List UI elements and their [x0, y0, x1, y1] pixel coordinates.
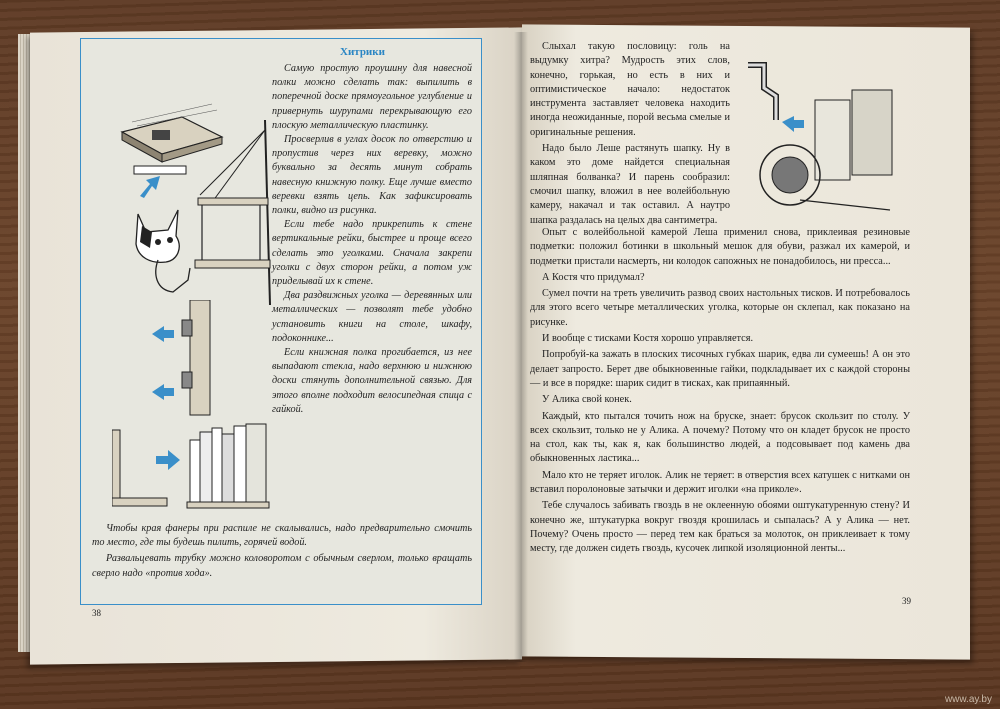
body-paragraph: У Алика свой конек. [542, 394, 632, 406]
tips-box-text: Самую простую проушину для навесной полк… [272, 62, 472, 417]
tip-paragraph: Два раздвижных уголка — деревянных или м… [272, 290, 472, 344]
tip-paragraph: Самую простую проушину для навесной полк… [272, 63, 472, 131]
page-number-right: 39 [902, 596, 911, 606]
body-paragraph: Попробуй-ка зажать в плоских тисочных гу… [530, 349, 910, 389]
tip-paragraph: Развальцевать трубку можно коловоротом с… [92, 553, 472, 579]
body-paragraph: Тебе случалось забивать гвоздь в не окле… [530, 500, 910, 555]
right-page-body: Опыт с волейбольной камерой Леша примени… [530, 226, 910, 559]
arrow-up-icon [140, 176, 160, 198]
tip-paragraph: Если книжная полка прогибается, из нее в… [272, 347, 472, 415]
body-paragraph: И вообще с тисками Костя хорошо управляе… [542, 333, 754, 345]
open-book [18, 22, 973, 670]
book-gutter [514, 32, 528, 662]
vise-illustration [748, 62, 893, 211]
tip-paragraph: Чтобы края фанеры при распиле не скалыва… [92, 523, 472, 549]
cat-illustration [135, 209, 191, 293]
body-paragraph: А Костя что придумал? [542, 271, 645, 283]
tips-box-bottom-text: Чтобы края фанеры при распиле не скалыва… [92, 522, 472, 583]
body-paragraph: Мало кто не теряет иголок. Алик не теряе… [530, 469, 910, 496]
rope-shelf-illustration [194, 120, 271, 306]
body-paragraph: Слыхал такую пословицу: голь на выдумку … [530, 41, 730, 138]
rail-bracket-illustration [152, 300, 211, 416]
bookends-illustration [112, 423, 270, 509]
tips-box-title: Хитрики [340, 46, 385, 58]
body-paragraph: Надо было Леше растянуть шапку. Ну в как… [530, 143, 730, 226]
page-number-left: 38 [92, 608, 101, 618]
right-page-intro: Слыхал такую пословицу: голь на выдумку … [530, 40, 730, 230]
shelf-bracket-illustration [120, 103, 224, 175]
tip-paragraph: Если тебе надо прикрепить к стене вертик… [272, 219, 472, 288]
body-paragraph: Каждый, кто пытался точить нож на бруске… [530, 410, 910, 465]
body-paragraph: Опыт с волейбольной камерой Леша примени… [530, 227, 910, 267]
watermark: www.ay.by [944, 694, 992, 705]
body-paragraph: Сумел почти на треть увеличить развод св… [530, 288, 910, 328]
tip-paragraph: Просверлив в углах досок по отверстию и … [272, 134, 472, 217]
